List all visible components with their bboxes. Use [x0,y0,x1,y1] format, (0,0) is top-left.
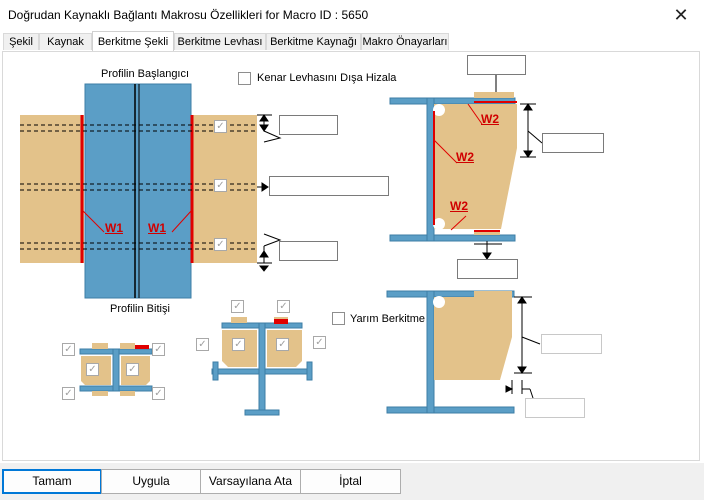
bottom-offset-input[interactable] [279,241,338,261]
half-height-input[interactable] [541,334,602,354]
window-title: Doğrudan Kaynaklı Bağlantı Makrosu Özell… [8,8,369,22]
top-width-input[interactable] [467,55,526,75]
weld-label-w1-right: W1 [148,221,166,235]
double-stiffener-checkbox-left[interactable]: ✓ [86,363,99,376]
title-bar: Doğrudan Kaynaklı Bağlantı Makrosu Özell… [0,0,704,30]
tab-macro-defaults[interactable]: Makro Önayarları [361,33,449,50]
chamfer-height-input[interactable] [542,133,604,153]
close-icon[interactable]: ✕ [673,5,689,25]
tab-weld[interactable]: Kaynak [39,33,92,50]
bolt-row-3-checkbox[interactable]: ✓ [214,238,227,251]
double-stiffener-checkbox-bottom-right[interactable]: ✓ [152,387,165,400]
tab-stiffener-shape[interactable]: Berkitme Şekli [92,31,174,51]
tee-checkbox-top-left[interactable]: ✓ [231,300,244,313]
double-stiffener-checkbox-right[interactable]: ✓ [126,363,139,376]
tee-checkbox-left[interactable]: ✓ [196,338,209,351]
tab-stiffener-weld[interactable]: Berkitme Kaynağı [266,33,361,50]
ok-button[interactable]: Tamam [2,469,102,494]
bolt-row-1-checkbox[interactable]: ✓ [214,120,227,133]
apply-button[interactable]: Uygula [101,469,201,494]
button-bar: Tamam Uygula Varsayılana Ata İptal [0,463,704,500]
profile-start-label: Profilin Başlangıcı [101,68,190,80]
set-defaults-button[interactable]: Varsayılana Ata [200,469,301,494]
cancel-button[interactable]: İptal [300,469,401,494]
bolt-row-2-checkbox[interactable]: ✓ [214,179,227,192]
weld-label-w1-left: W1 [105,221,123,235]
half-stiffener-label: Yarım Berkitme [350,313,425,325]
top-offset-input[interactable] [279,115,338,135]
weld-label-w2-top: W2 [481,112,499,126]
tee-checkbox-inner-left[interactable]: ✓ [232,338,245,351]
middle-length-input[interactable] [269,176,389,196]
half-stiffener-checkbox[interactable] [332,312,345,325]
weld-label-w2-bottom: W2 [450,199,468,213]
half-gap-input[interactable] [525,398,585,418]
double-stiffener-checkbox-top-left[interactable]: ✓ [62,343,75,356]
tab-shape[interactable]: Şekil [3,33,39,50]
double-stiffener-checkbox-top-right[interactable]: ✓ [152,343,165,356]
profile-end-label: Profilin Bitişi [110,303,170,315]
tab-stiffener-plate[interactable]: Berkitme Levhası [174,33,266,50]
tee-checkbox-inner-right[interactable]: ✓ [276,338,289,351]
outer-edge-align-checkbox[interactable] [238,72,251,85]
double-stiffener-checkbox-bottom-left[interactable]: ✓ [62,387,75,400]
weld-label-w2-middle: W2 [456,150,474,164]
outer-edge-align-label: Kenar Levhasını Dışa Hizala [257,72,397,84]
bottom-width-input[interactable] [457,259,518,279]
tee-checkbox-right[interactable]: ✓ [313,336,326,349]
tee-checkbox-top-right[interactable]: ✓ [277,300,290,313]
